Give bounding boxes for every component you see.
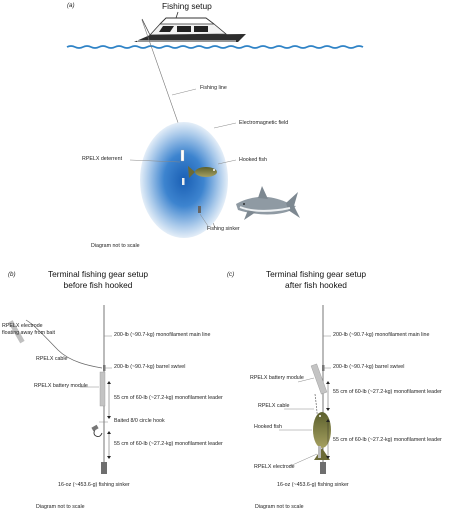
label-leader-bottom-c: 55 cm of 60-lb (~27.2-kg) monofilament l… (333, 437, 442, 443)
label-leaders-c (279, 335, 331, 467)
label-electromagnetic-field: Electromagnetic field (239, 120, 289, 126)
deterrent-module (180, 149, 185, 162)
rpelx-electrode-c (318, 446, 321, 458)
rpelx-battery-b (99, 371, 106, 407)
circle-hook-b (93, 427, 103, 438)
label-rpelx-battery-c: RPELX battery module (250, 375, 304, 381)
label-main-line-c: 200-lb (~90.7-kg) monofilament main line (333, 332, 430, 338)
panel-b-letter: (b) (8, 271, 16, 278)
label-leader-top-b: 55 cm of 60-lb (~27.2-kg) monofilament l… (114, 395, 223, 401)
panel-c-title-line2: after fish hooked (285, 280, 347, 290)
label-leaders-b (80, 335, 112, 423)
label-fishing-sinker: Fishing sinker (207, 226, 240, 232)
rpelx-battery-c (310, 363, 328, 395)
shark-icon (236, 186, 300, 220)
label-circle-hook-b: Baited 8/0 circle hook (114, 418, 165, 424)
hooked-fish-c-icon (313, 412, 331, 460)
label-rpelx-electrode-c: RPELX electrode (254, 464, 295, 470)
panel-a-letter: (a) (67, 2, 75, 9)
label-main-line-b: 200-lb (~90.7-kg) monofilament main line (114, 332, 211, 338)
label-sinker-b: 16-oz (~453.6-g) fishing sinker (58, 482, 130, 488)
label-leader-top-c: 55 cm of 60-lb (~27.2-kg) monofilament l… (333, 389, 442, 395)
leader-arrows-b (107, 381, 111, 459)
label-rpelx-electrode-b-1: RPELX electrode (2, 323, 43, 329)
label-fishing-line: Fishing line (200, 85, 227, 91)
water-surface (66, 45, 364, 49)
label-swivel-b: 200-lb (~90.7-kg) barrel swivel (114, 364, 186, 370)
label-hooked-fish-a: Hooked fish (239, 157, 267, 163)
label-rpelx-deterrent: RPELX deterrent (82, 156, 123, 162)
panel-b-title-line2: before fish hooked (63, 280, 133, 290)
sinker-a (198, 206, 201, 213)
sinker-b (101, 462, 107, 474)
panel-c-letter: (c) (227, 271, 235, 278)
leader-arrows-c (326, 381, 330, 459)
label-leader-bottom-b: 55 cm of 60-lb (~27.2-kg) monofilament l… (114, 441, 223, 447)
boat-icon (134, 11, 246, 42)
note-b: Diagram not to scale (36, 504, 85, 510)
label-rpelx-cable-b: RPELX cable (36, 356, 68, 362)
hooked-fish-icon (188, 166, 217, 178)
note-c: Diagram not to scale (255, 504, 304, 510)
label-swivel-c: 200-lb (~90.7-kg) barrel swivel (333, 364, 405, 370)
rpelx-electrode-b (8, 320, 25, 344)
label-sinker-c: 16-oz (~453.6-g) fishing sinker (277, 482, 349, 488)
rpelx-cable-b (25, 319, 103, 369)
label-rpelx-battery-b: RPELX battery module (34, 383, 88, 389)
label-leaders-a (129, 88, 237, 227)
label-rpelx-cable-c: RPELX cable (258, 403, 290, 409)
label-hooked-fish-c: Hooked fish (254, 424, 282, 430)
sinker-c (320, 462, 326, 474)
note-a: Diagram not to scale (91, 243, 140, 249)
panel-c-title-line1: Terminal fishing gear setup (265, 269, 367, 279)
panel-a-title: Fishing setup (162, 1, 212, 11)
label-rpelx-electrode-b-2: floating away from bait (2, 330, 55, 336)
panel-b-title-line1: Terminal fishing gear setup (47, 269, 149, 279)
